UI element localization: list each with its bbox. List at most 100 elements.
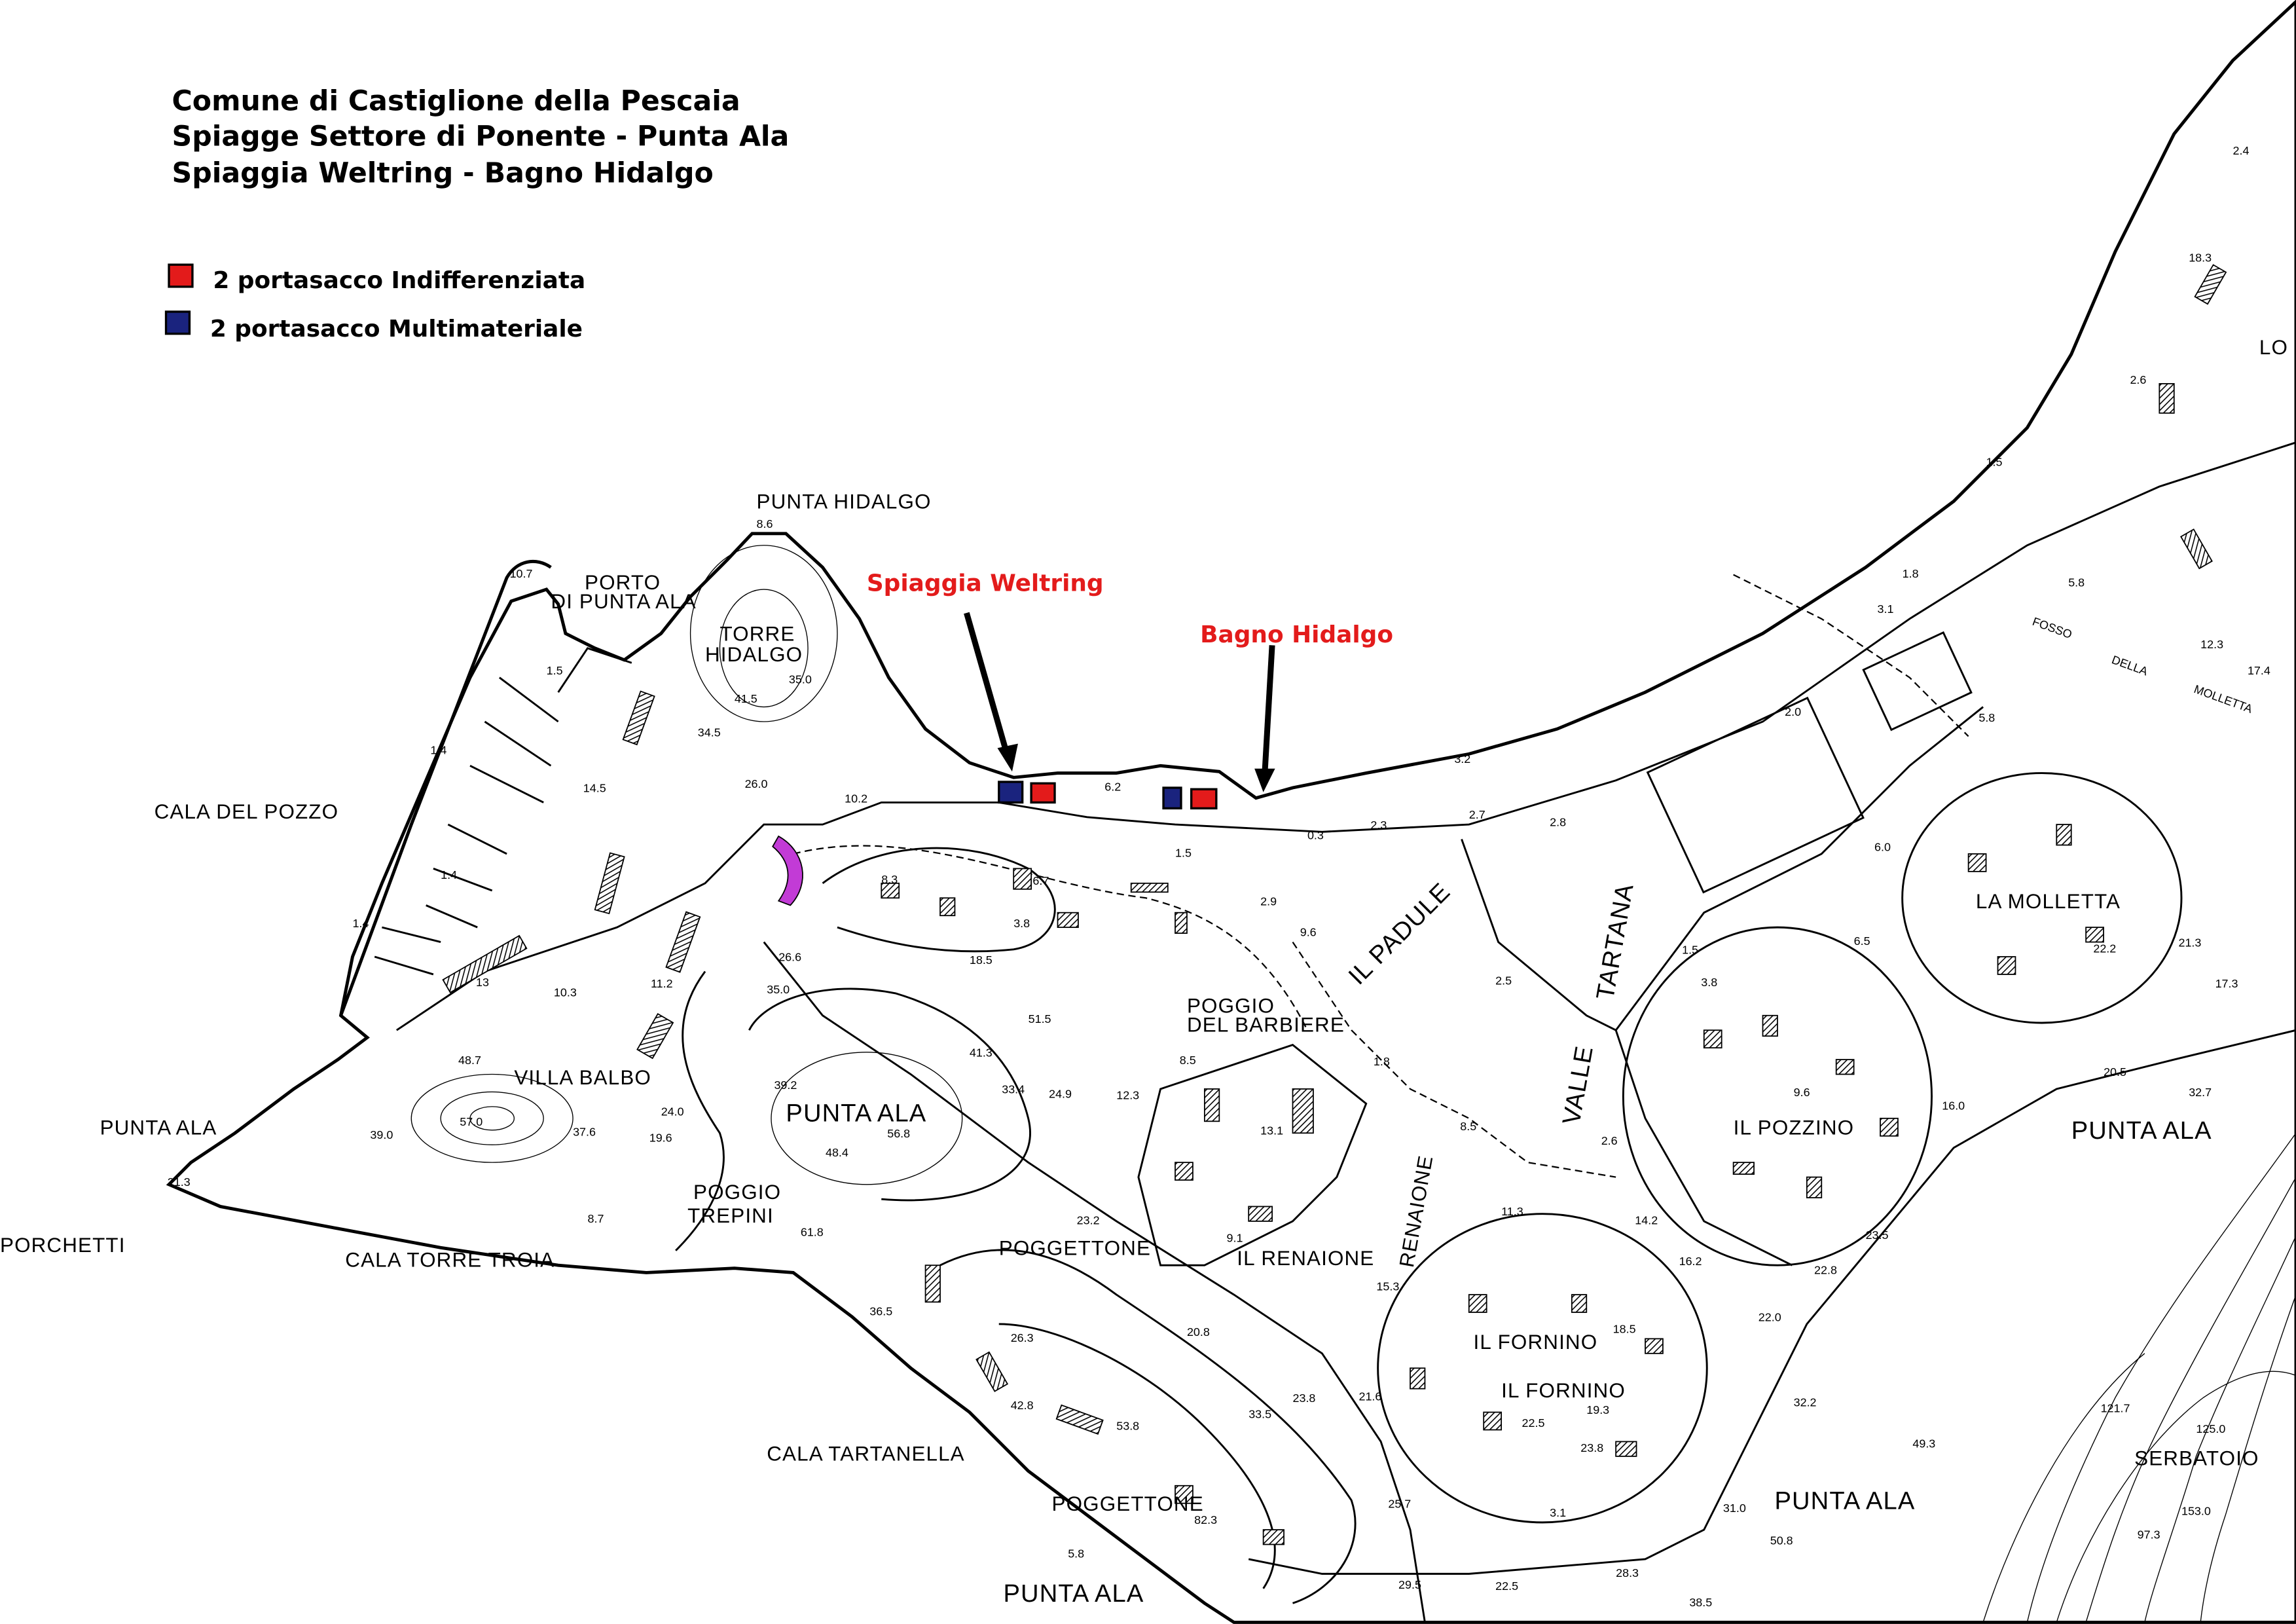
spot-elevation: 22.2 [2093, 942, 2116, 955]
spot-elevation: 49.3 [1912, 1437, 1935, 1450]
spot-elevation: 2.6 [1601, 1134, 1618, 1147]
spot-elevation: 21.6 [1358, 1390, 1381, 1403]
spot-elevation: 19.3 [1586, 1403, 1609, 1416]
bin-indifferenziata-hidalgo [1190, 788, 1218, 810]
buildings [442, 264, 2227, 1545]
spot-elevation: 12.3 [1116, 1089, 1139, 1102]
spot-elevation: 51.5 [1029, 1012, 1051, 1025]
spot-elevation: 16.0 [1942, 1099, 1965, 1112]
harbour-basin [374, 647, 632, 976]
place-label: PUNTA ALA [786, 1099, 926, 1127]
spot-elevation: 28.3 [1616, 1566, 1639, 1579]
spot-elevation: 10.2 [845, 792, 867, 805]
spot-elevation: 8.3 [881, 873, 898, 886]
spot-elevation: 24.0 [661, 1105, 684, 1118]
place-label: CALA TORRE TROIA [345, 1248, 555, 1271]
place-label: DEL BARBIERE [1187, 1013, 1345, 1036]
place-label: DELLA [2110, 653, 2149, 678]
place-label: PORTO [585, 571, 661, 594]
spot-elevation: 32.2 [1794, 1396, 1817, 1409]
spot-elevation: 1.8 [1903, 567, 1919, 580]
place-label: IL POZZINO [1734, 1116, 1855, 1139]
spot-elevation: 14.5 [583, 782, 606, 795]
spot-elevation: 16.2 [1679, 1255, 1702, 1268]
spot-elevation: 2.3 [1370, 819, 1387, 832]
bin-multimateriale-hidalgo [1162, 786, 1182, 810]
spot-elevation: 10.7 [510, 567, 533, 580]
place-label: RENAIONE [1395, 1153, 1438, 1268]
bin-multimateriale-weltring [998, 781, 1024, 804]
spot-elevation: 41.5 [735, 692, 757, 705]
spot-elevation: 6.2 [1104, 780, 1121, 793]
spot-elevation: 6.7 [1032, 874, 1049, 887]
spot-elevation: 48.4 [826, 1146, 848, 1159]
spot-elevation: 50.8 [1770, 1534, 1793, 1547]
contour-lines [410, 545, 2296, 1623]
harbour-pier [339, 559, 552, 1016]
spot-elevation: 1.4 [430, 743, 446, 756]
place-label: CALA TARTANELLA [767, 1443, 965, 1466]
legend-label-indifferenziata: 2 portasacco Indifferenziata [213, 267, 585, 294]
place-label: DI PUNTA ALA [551, 590, 696, 613]
place-label: LO S [2259, 336, 2296, 359]
spot-elevation: 14.2 [1635, 1213, 1658, 1227]
spot-elevation: 2.0 [1785, 705, 1801, 718]
spot-elevation: 57.0 [460, 1115, 483, 1128]
place-label: TREPINI [687, 1204, 774, 1227]
spot-elevation: 53.8 [1116, 1420, 1139, 1433]
arrow-weltring [964, 612, 1011, 758]
spot-elevation: 20.5 [2104, 1065, 2126, 1079]
spot-elevation: 12.3 [2200, 638, 2223, 651]
spot-elevation: 8.5 [1180, 1054, 1196, 1067]
sports-field-2 [1862, 631, 1973, 731]
spot-elevation: 1.8 [1374, 1055, 1390, 1068]
legend-label-multimateriale: 2 portasacco Multimateriale [210, 316, 583, 342]
place-label: CALA DEL POZZO [155, 800, 339, 823]
place-label: IL FORNINO [1473, 1331, 1597, 1354]
spot-elevation: 2.7 [1469, 808, 1485, 821]
spot-elevation: 5.8 [2068, 576, 2085, 589]
title-line-1: Comune di Castiglione della Pescaia [172, 85, 740, 118]
place-label: PUNTA HIDALGO [757, 490, 932, 513]
spot-elevation: 36.5 [869, 1304, 892, 1318]
place-label: TORRE [720, 623, 795, 646]
spot-elevation: 1.5 [1682, 944, 1698, 957]
place-label: MOLLETTA [2193, 682, 2255, 716]
arrow-hidalgo [1262, 645, 1275, 773]
spot-elevation: 37.6 [573, 1126, 596, 1139]
spot-elevation: 2.5 [1495, 974, 1512, 987]
spot-elevation: 23.2 [1077, 1213, 1100, 1227]
spot-elevation: 1.4 [441, 868, 457, 881]
spot-elevation: 11.3 [1501, 1205, 1523, 1218]
spot-elevation: 125.0 [2196, 1422, 2225, 1435]
spot-elevation: 19.6 [649, 1132, 672, 1145]
ring-il-fornino [1377, 1213, 1708, 1524]
spot-elevation: 18.3 [2189, 251, 2212, 265]
place-label: TARTANA [1591, 881, 1639, 1002]
spot-elevation: 9.1 [1227, 1231, 1243, 1244]
spot-elevation: 35.0 [789, 673, 812, 686]
bin-indifferenziata-weltring [1030, 782, 1056, 804]
spot-elevation: 3.1 [1550, 1506, 1566, 1519]
legend-swatch-multimateriale [164, 310, 191, 335]
spot-elevation: 1.5 [1986, 456, 2003, 469]
spot-elevation: 6.5 [1854, 934, 1870, 948]
place-label: IL PADULE [1343, 877, 1455, 990]
title-line-3: Spiaggia Weltring - Bagno Hidalgo [172, 157, 714, 190]
spot-elevation: 17.4 [2248, 664, 2270, 677]
spot-elevation: 41.3 [970, 1046, 993, 1060]
spot-elevation: 1.4 [353, 917, 369, 930]
ring-la-molletta [1901, 772, 2183, 1024]
place-label: PORCHETTI [0, 1234, 126, 1257]
spot-elevation: 26.6 [778, 951, 801, 964]
spot-elevation: 0.3 [1307, 829, 1324, 842]
spot-elevation: 82.3 [1194, 1513, 1217, 1526]
spot-elevation: 153.0 [2181, 1505, 2211, 1518]
arrow-head-weltring [997, 743, 1018, 772]
place-label: POGGETTONE [1052, 1492, 1204, 1515]
place-label: PUNTA ALA [1003, 1579, 1144, 1608]
place-label: POGGIO [1187, 994, 1275, 1017]
spot-elevation: 23.8 [1293, 1392, 1316, 1405]
place-label: IL FORNINO [1501, 1379, 1626, 1402]
